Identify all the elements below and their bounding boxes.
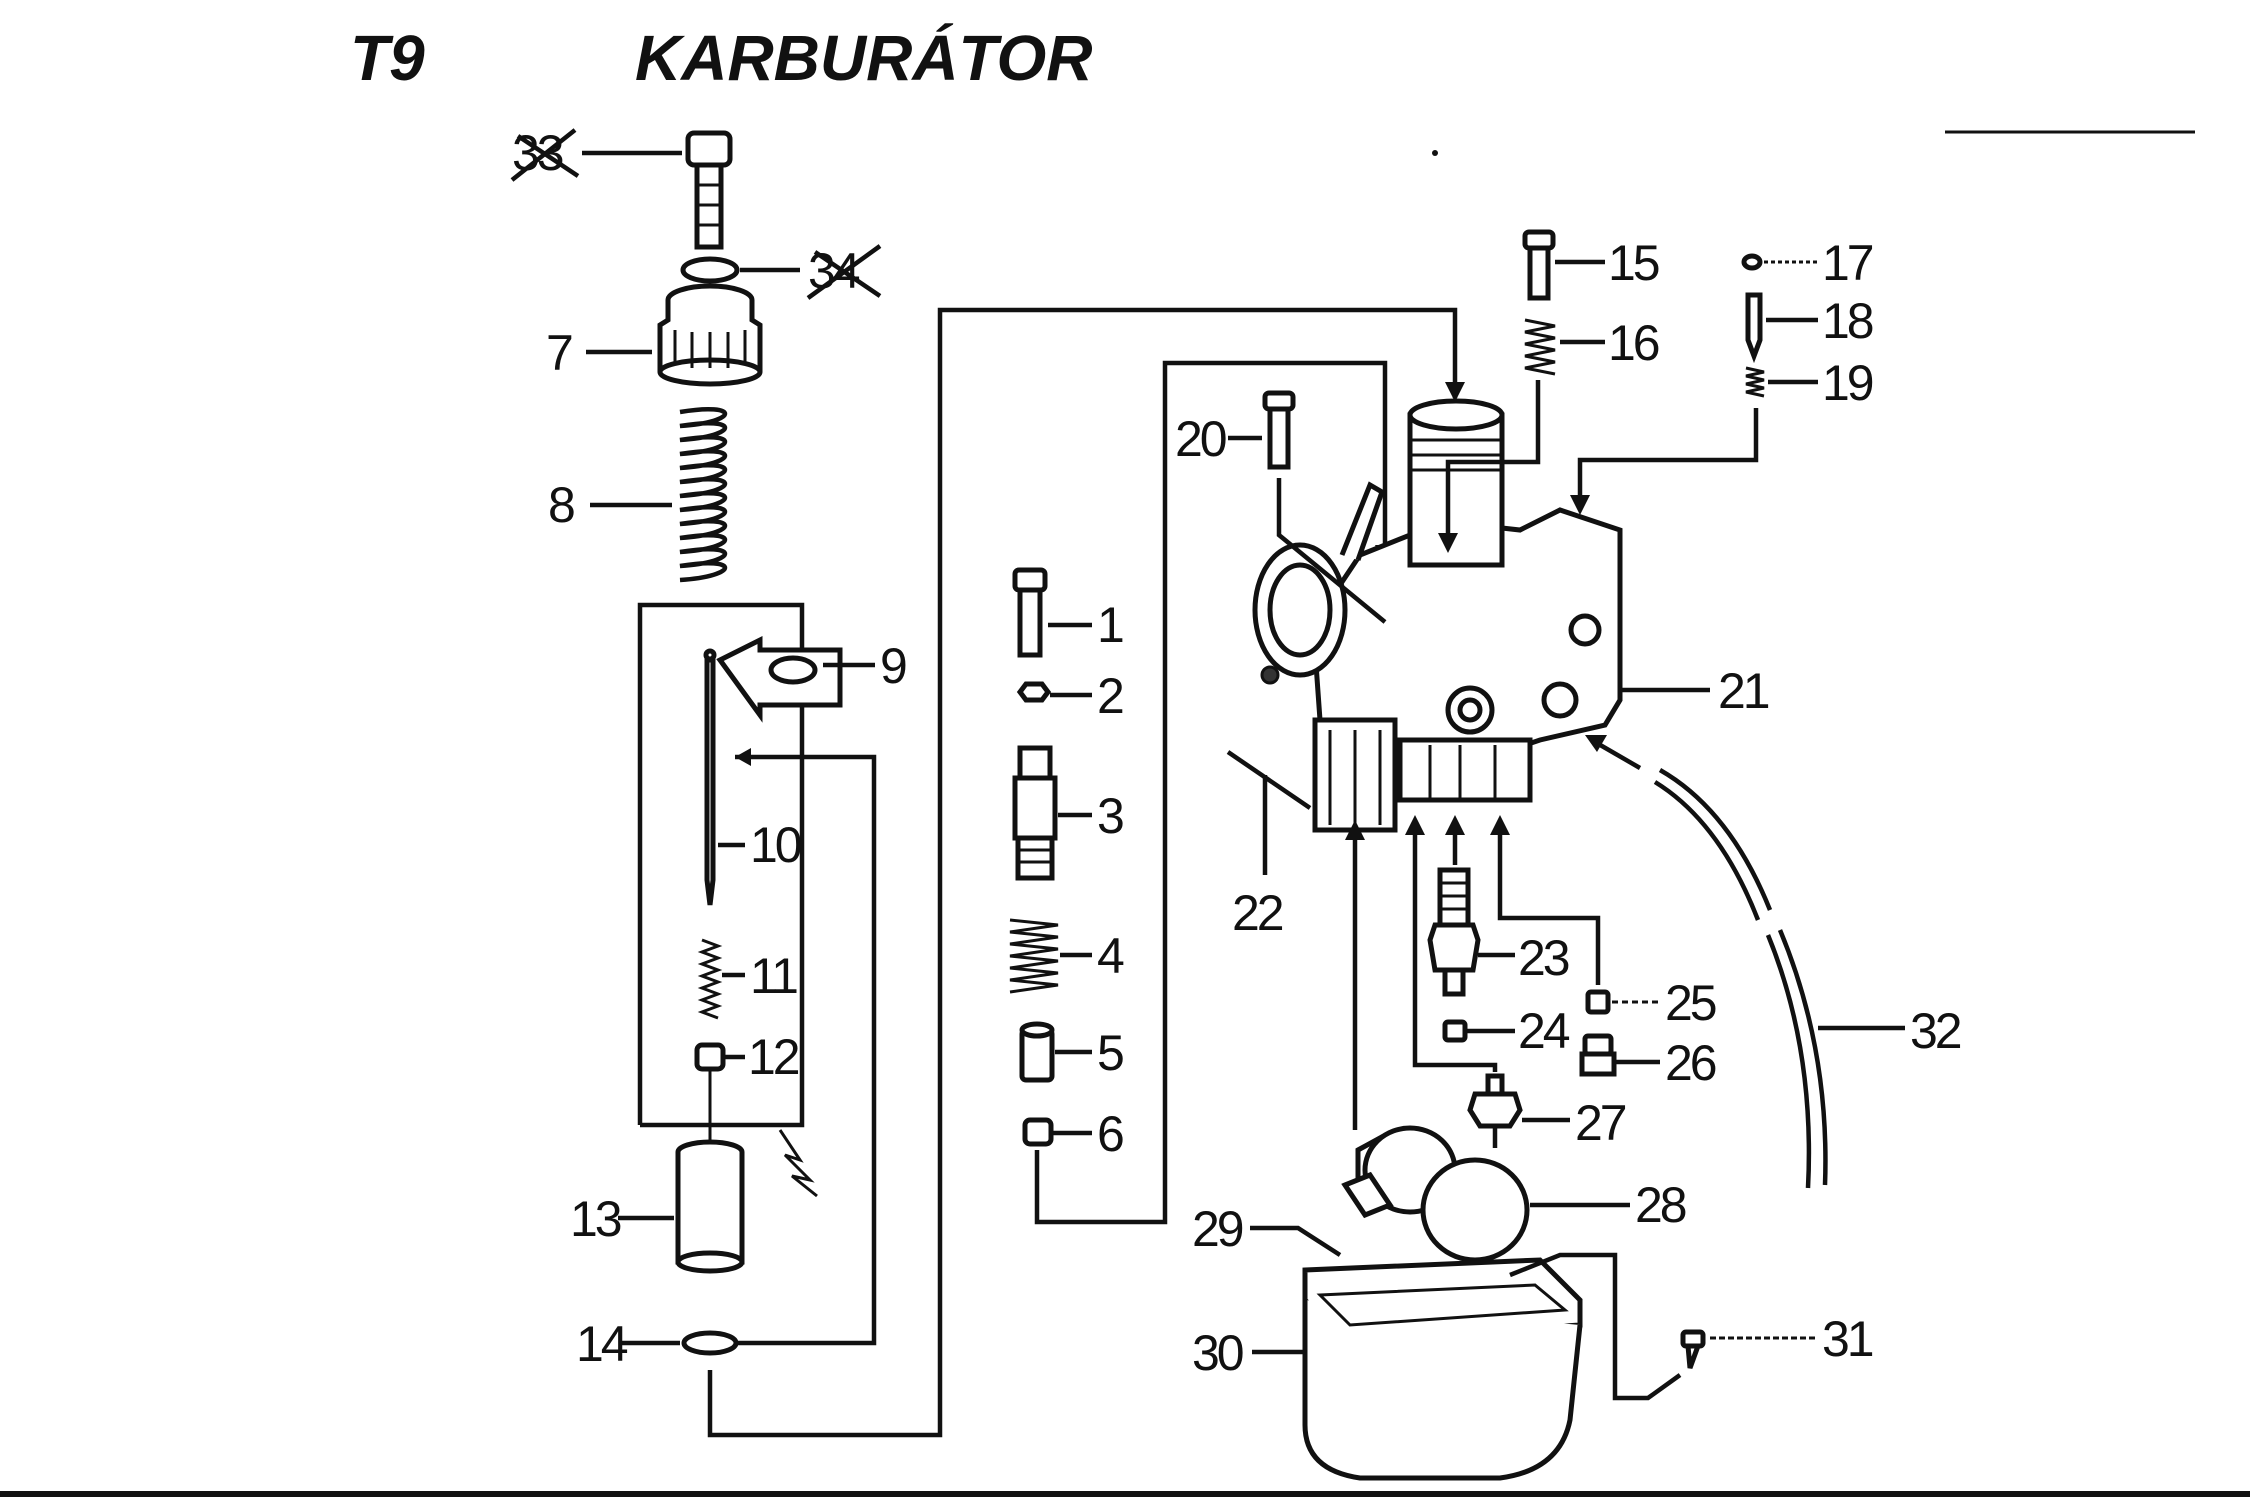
arrowhead-25: [1490, 815, 1510, 835]
page-title: KARBURÁTOR: [635, 22, 1092, 94]
ink-speck: [1432, 150, 1438, 156]
leader-29: [1250, 1225, 1342, 1257]
assembly-line-20: [1276, 478, 1387, 624]
label-31: 31: [1822, 1311, 1873, 1367]
label-28: 28: [1635, 1177, 1686, 1233]
arrowhead-27: [1405, 815, 1425, 835]
assembly-line-31: [1509, 1252, 1682, 1401]
label-13: 13: [570, 1191, 621, 1247]
part-30-float-bowl: [1302, 1283, 1583, 1481]
part-18-needle: [1745, 292, 1763, 364]
slide-group-bracket: [637, 602, 805, 1128]
label-6: 6: [1097, 1106, 1123, 1162]
part-31-screw: [1680, 1329, 1706, 1369]
assembly-line-16: [1445, 380, 1541, 548]
part-33-bolt: [685, 130, 733, 250]
arrowhead-carb-top: [1445, 382, 1465, 402]
part-6-ring: [1022, 1117, 1054, 1147]
assembly-line-to-carb-top: [707, 307, 1458, 1438]
label-30: 30: [1192, 1325, 1243, 1381]
part-23-jet-holder: [1427, 867, 1481, 997]
part-4-spring: [1009, 918, 1059, 994]
arrowhead-23: [1445, 815, 1465, 835]
assembly-line-27: [1412, 825, 1498, 1072]
label-22: 22: [1232, 885, 1283, 941]
part-16-spring: [1524, 318, 1556, 376]
part-9-clip-with-arrow: [716, 635, 843, 723]
crossout-34: [806, 244, 882, 300]
arrowhead-28: [1345, 820, 1365, 840]
part-22-pin: [1226, 750, 1312, 810]
part-3-jet-holder: [1012, 745, 1058, 881]
part-20-screw: [1262, 390, 1296, 470]
part-5-sleeve: [1019, 1021, 1055, 1083]
label-17: 17: [1822, 235, 1873, 291]
assembly-line-19: [1577, 408, 1759, 510]
part-7-cap: [657, 283, 763, 387]
label-19: 19: [1822, 355, 1873, 411]
label-27: 27: [1575, 1095, 1626, 1151]
label-32: 32: [1910, 1003, 1961, 1059]
part-27-valve: [1467, 1073, 1523, 1148]
label-16: 16: [1608, 315, 1659, 371]
label-8: 8: [548, 477, 574, 533]
part-32-hose-lower-edge: [1765, 934, 1812, 1189]
label-10: 10: [750, 817, 801, 873]
label-9: 9: [880, 638, 906, 694]
part-11-spring: [697, 938, 723, 1020]
part-32-hose-upper: [1658, 768, 1773, 911]
label-5: 5: [1097, 1025, 1123, 1081]
label-1: 1: [1097, 597, 1123, 653]
part-17-ball: [1741, 253, 1763, 271]
part-13-throttle-slide: [675, 1139, 745, 1274]
assembly-line-25: [1497, 825, 1601, 985]
label-15: 15: [1608, 235, 1659, 291]
part-21-carburetor-body: [1252, 398, 1623, 833]
label-18: 18: [1822, 293, 1873, 349]
part-34-washer: [680, 256, 740, 284]
assembly-line-32: [1593, 740, 1642, 770]
scribble-mark: [778, 1129, 818, 1198]
assembly-line-14-to-10: [735, 754, 877, 1346]
label-14: 14: [576, 1316, 628, 1372]
crossout-33: [510, 128, 580, 182]
label-24: 24: [1518, 1003, 1570, 1059]
label-7: 7: [546, 325, 572, 381]
label-21: 21: [1718, 663, 1769, 719]
part-2-nut: [1016, 681, 1052, 703]
label-3: 3: [1097, 788, 1123, 844]
assembly-line-jet-to-body: [1034, 360, 1388, 1225]
arrowhead-19: [1570, 495, 1590, 515]
part-12-seat: [694, 1042, 726, 1072]
part-10-needle: [703, 648, 717, 906]
part-25-jet: [1585, 989, 1611, 1015]
part-19-spring: [1745, 366, 1765, 398]
part-8-spring: [679, 407, 728, 583]
label-2: 2: [1097, 668, 1123, 724]
part-26-screw: [1579, 1033, 1617, 1077]
label-25: 25: [1665, 975, 1716, 1031]
page-code: T9: [350, 22, 425, 94]
part-32-hose-upper-edge: [1653, 780, 1761, 921]
part-28-float: [1341, 1125, 1530, 1263]
label-20: 20: [1175, 411, 1226, 467]
part-24-jet: [1442, 1019, 1468, 1043]
label-29: 29: [1192, 1201, 1243, 1257]
arrowhead-32: [1585, 735, 1607, 752]
part-15-screw: [1522, 229, 1556, 301]
part-1-screw: [1012, 567, 1048, 658]
label-26: 26: [1665, 1035, 1716, 1091]
label-12: 12: [748, 1029, 799, 1085]
arrowhead-10: [735, 748, 751, 766]
part-32-hose-lower: [1777, 929, 1828, 1186]
label-11: 11: [750, 948, 797, 1004]
label-23: 23: [1518, 930, 1569, 986]
label-4: 4: [1097, 928, 1124, 984]
part-14-washer: [681, 1330, 739, 1356]
arrowhead-16: [1438, 533, 1458, 553]
